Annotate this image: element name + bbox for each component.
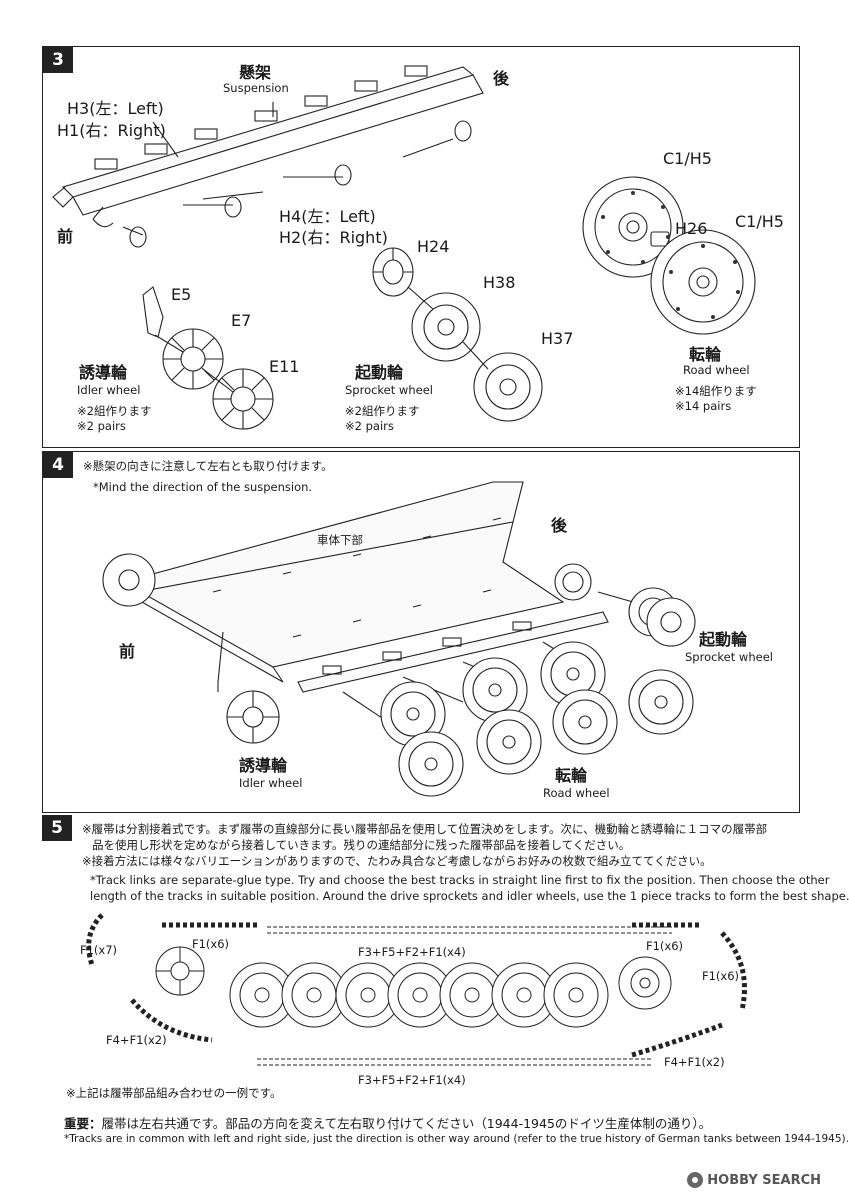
part-h24-label: H24 <box>417 237 450 256</box>
step-3-illustration <box>52 65 756 430</box>
watermark-text: HOBBY SEARCH <box>707 1172 821 1188</box>
part-h2-label: H2(右：Right) <box>279 228 388 247</box>
track-f3-bottom-label: F3+F5+F2+F1(x4) <box>358 1073 466 1087</box>
track-f3-top-label: F3+F5+F2+F1(x4) <box>358 945 466 959</box>
idler-wheel-label-en: Idler wheel <box>239 776 303 790</box>
track-note-jp-3: ※接着方法には様々なバリエーションがありますので、たわみ具合など考慮しながらお好… <box>82 854 712 868</box>
part-h37-label: H37 <box>541 329 574 348</box>
suspension-direction-note-en: *Mind the direction of the suspension. <box>93 480 313 494</box>
sprocket-wheel-label-jp: 起動輪 <box>699 630 748 649</box>
idler-wheel-label-jp: 誘導輪 <box>239 756 288 775</box>
suspension-label-jp: 懸架 <box>239 63 272 82</box>
sprocket-wheel-note-jp: ※2組作ります <box>345 404 420 418</box>
hobby-search-logo-icon <box>687 1172 704 1188</box>
rear-label: 後 <box>493 69 510 88</box>
part-e11-label: E11 <box>269 357 300 376</box>
front-label: 前 <box>57 227 74 246</box>
track-f1x6-c-label: F1(x6) <box>702 969 740 983</box>
step-5-panel: 5 ※履帯は分割接着式です。まず履帯の直線部分に長い履帯部品を使用して位置決めを… <box>42 815 849 1160</box>
idler-wheel-label-jp: 誘導輪 <box>79 363 128 382</box>
step-number: 3 <box>43 47 73 73</box>
road-wheel-label-en: Road wheel <box>683 363 750 377</box>
important-note-jp: 重要：履帯は左右共通です。部品の方向を変えて左右取り付けてください（1944-1… <box>64 1113 711 1132</box>
part-c1h5-b-label: C1/H5 <box>735 212 784 231</box>
track-note-jp-2: 品を使用し形状を定めながら接着していきます。残りの連結部分に残った履帯部品を接着… <box>92 838 631 852</box>
part-h26-label: H26 <box>675 219 708 238</box>
road-wheel-label-jp: 転輪 <box>689 345 722 364</box>
sprocket-wheel-label-en: Sprocket wheel <box>685 650 773 664</box>
rear-label: 後 <box>551 516 568 535</box>
part-h1-label: H1(右：Right) <box>57 121 166 140</box>
step-3-panel: 3 <box>42 46 800 448</box>
track-f1x6-a-label: F1(x6) <box>192 937 230 951</box>
important-text-jp: 履帯は左右共通です。部品の方向を変えて左右取り付けてください（1944-1945… <box>101 1116 712 1131</box>
part-h4-label: H4(左：Left) <box>279 207 376 226</box>
step-number: 5 <box>42 815 72 841</box>
track-note-jp-1: ※履帯は分割接着式です。まず履帯の直線部分に長い履帯部品を使用して位置決めをしま… <box>82 822 768 836</box>
road-wheel-note-en: ※14 pairs <box>675 399 732 413</box>
example-note: ※上記は履帯部品組み合わせの一例です。 <box>66 1086 282 1100</box>
part-h3-label: H3(左：Left) <box>67 99 164 118</box>
sprocket-wheel-label-jp: 起動輪 <box>355 363 404 382</box>
track-note-en-1: *Track links are separate-glue type. Try… <box>90 873 830 887</box>
front-label: 前 <box>119 642 136 661</box>
step-4-illustration <box>102 481 696 797</box>
road-wheel-label-jp: 転輪 <box>555 766 588 785</box>
road-wheel-note-jp: ※14組作ります <box>675 384 757 398</box>
idler-wheel-label-en: Idler wheel <box>77 383 141 397</box>
important-label: 重要： <box>64 1116 102 1131</box>
sprocket-wheel-note-en: ※2 pairs <box>345 419 394 433</box>
part-e5-label: E5 <box>171 285 192 304</box>
track-f1x6-b-label: F1(x6) <box>646 939 684 953</box>
lower-hull-label: 車体下部 <box>317 533 363 547</box>
idler-wheel-note-en: ※2 pairs <box>77 419 126 433</box>
important-note-en: *Tracks are in common with left and righ… <box>64 1133 849 1145</box>
part-h38-label: H38 <box>483 273 516 292</box>
track-f4f1-a-label: F4+F1(x2) <box>106 1033 167 1047</box>
step-5-illustration <box>86 913 747 1066</box>
part-c1h5-a-label: C1/H5 <box>663 149 712 168</box>
track-f1x7-label: F1(x7) <box>80 943 118 957</box>
part-e7-label: E7 <box>231 311 252 330</box>
idler-wheel-note-jp: ※2組作ります <box>77 404 152 418</box>
sprocket-wheel-label-en: Sprocket wheel <box>345 383 433 397</box>
track-note-en-2: length of the tracks in suitable positio… <box>90 889 849 903</box>
road-wheel-label-en: Road wheel <box>543 786 610 800</box>
suspension-direction-note-jp: ※懸架の向きに注意して左右とも取り付けます。 <box>83 459 333 473</box>
track-f4f1-b-label: F4+F1(x2) <box>664 1055 725 1069</box>
watermark: HOBBY SEARCH <box>687 1172 821 1188</box>
step-number: 4 <box>43 452 73 478</box>
suspension-label-en: Suspension <box>223 81 289 95</box>
step-4-panel: 4 ※懸架の向きに注意して左右とも取り付けます。 *Mind the direc… <box>42 451 800 813</box>
